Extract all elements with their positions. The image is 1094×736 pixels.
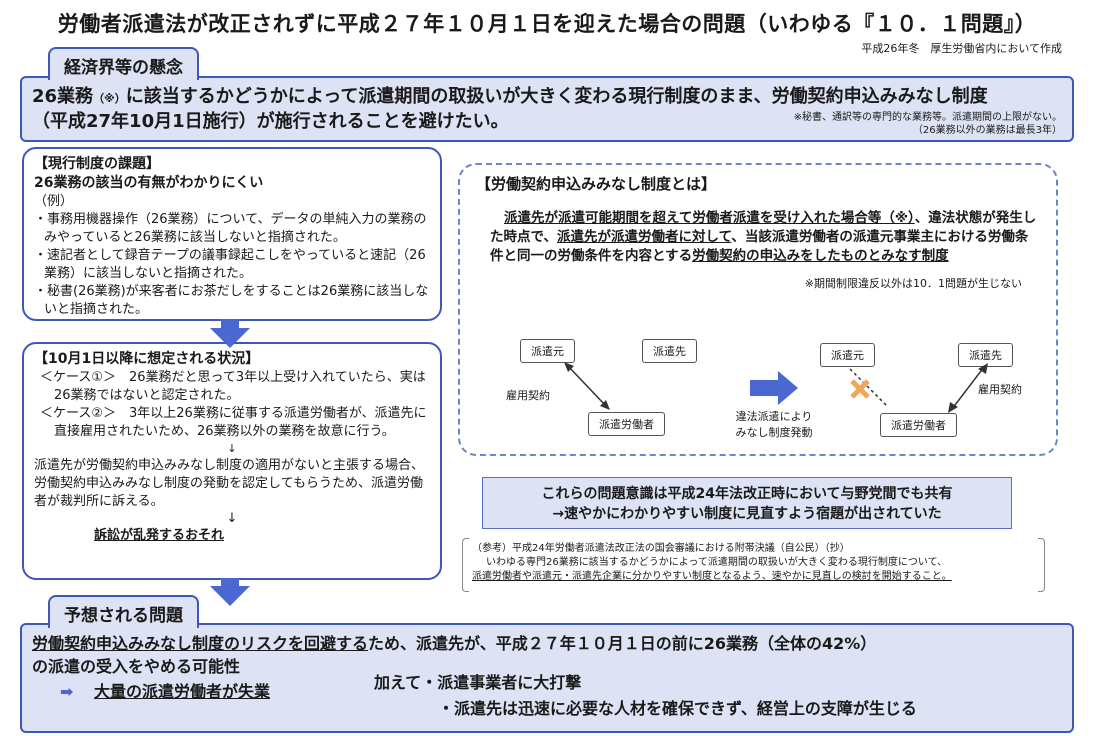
reference-line2: いわゆる専門26業務に該当するかどうかによって派遣期間の取扱いが大きく変わる現行…	[486, 557, 948, 568]
shared-line2: →速やかにわかりやすい制度に見直すよう宿題が出されていた	[552, 506, 942, 522]
definition-conclusion: 労働契約の申込みをしたものとみなす制度	[692, 248, 949, 264]
definition-text-d: 、当該派遣労働者の派遣元事業主における労働条件と同一の労働条件を内容とする	[490, 229, 1029, 264]
concern-notes: ※秘書、通訳等の専門的な業務等。派遣期間の上限がない。 （26業務以外の業務は最…	[794, 111, 1062, 137]
situation-heading: 【10月1日以降に想定される状況】	[34, 351, 260, 367]
down-arrow-icon	[210, 328, 250, 348]
down-arrow-stem	[221, 319, 239, 329]
reference-line3: 派遣労働者や派遣元・派遣先企業に分かりやすい制度となるよう、速やかに見直しの検討…	[472, 571, 952, 582]
definition-box: 【労働契約申込みみなし制度とは】 派遣先が派遣可能期間を超えて労働者派遣を受け入…	[458, 163, 1058, 456]
reference-bracket-left	[462, 538, 469, 592]
situation-case2: ＜ケース②＞ 3年以上26業務に従事する派遣労働者が、派遣先に直接雇用されたいた…	[40, 406, 427, 439]
situation-case1: ＜ケース①＞ 26業務だと思って3年以上受け入れていたら、実は26業務ではないと…	[40, 370, 426, 403]
definition-note: ※期間制限違反以外は10．1問題が生じない	[804, 277, 1022, 290]
node-origin-left: 派遣元	[520, 339, 575, 363]
concern-line1: 26業務（※）に該当するかどうかによって派遣期間の取扱いが大きく変わる現行制度の…	[32, 84, 988, 111]
page-subtitle: 平成26年冬 厚生労働省内において作成	[861, 42, 1062, 55]
middle-caption-line2: みなし制度発動	[735, 426, 813, 439]
label-contract-left: 雇用契約	[506, 389, 550, 402]
down-arrow-stem	[221, 578, 239, 588]
node-worker-right: 派遣労働者	[880, 413, 957, 437]
situation-arrow2: ↓	[226, 511, 238, 526]
reference-text: （参考）平成24年労働者派遣法改正法の国会審議における附帯決議（自公民）（抄） …	[472, 542, 1037, 584]
concern-line2: （平成27年10月1日施行）が施行されることを避けたい。	[32, 111, 509, 132]
concern-tab: 経済界等の懸念	[48, 47, 199, 80]
node-worker-left: 派遣労働者	[588, 412, 665, 436]
expected-line1-rest: ため、派遣先が、平成２７年１０月１日の前に26業務（全体の42%）	[368, 634, 877, 653]
shared-line1: これらの問題意識は平成24年法改正時において与野党間でも共有	[541, 486, 953, 502]
definition-text-b: 、違法状態が発生した時点で、	[490, 210, 1037, 245]
concern-note2: （26業務以外の業務は最長3年）	[912, 125, 1062, 136]
concern-line1-term: 26業務	[32, 86, 94, 107]
expected-extra2: ・派遣先は迅速に必要な人材を確保できず、経営上の支障が生じる	[438, 699, 917, 718]
middle-caption: 違法派遣により みなし制度発動	[728, 408, 820, 440]
issues-subheading: 26業務の該当の有無がわかりにくい	[34, 175, 264, 191]
situation-claim: 派遣先が労働契約申込みみなし制度の適用がないと主張する場合、労働契約申込みみなし…	[34, 458, 425, 509]
expected-tab: 予想される問題	[48, 595, 199, 628]
issues-example: （例）	[34, 194, 74, 209]
reference-bracket-right	[1038, 538, 1045, 592]
situation-panel: 【10月1日以降に想定される状況】 ＜ケース①＞ 26業務だと思って3年以上受け…	[22, 342, 442, 580]
issues-panel: 【現行制度の課題】 26業務の該当の有無がわかりにくい （例） ・事務用機器操作…	[22, 147, 442, 321]
label-contract-right: 雇用契約	[978, 383, 1022, 396]
definition-heading: 【労働契約申込みみなし制度とは】	[476, 175, 717, 193]
double-arrow-icon	[564, 362, 610, 410]
reference-line1: （参考）平成24年労働者派遣法改正法の国会審議における附帯決議（自公民）（抄）	[472, 543, 850, 554]
double-arrow-icon	[948, 363, 988, 413]
issues-heading: 【現行制度の課題】	[34, 156, 160, 172]
shared-awareness-box: これらの問題意識は平成24年法改正時において与野党間でも共有 →速やかにわかりや…	[482, 477, 1012, 529]
expected-line1: 労働契約申込みみなし制度のリスクを回避するため、派遣先が、平成２７年１０月１日の…	[32, 633, 876, 655]
situation-arrow1: ↓	[227, 442, 237, 455]
expected-line2: の派遣の受入をやめる可能性	[32, 657, 241, 676]
expected-extra1: 加えて・派遣事業者に大打撃	[374, 673, 582, 692]
definition-party: 派遣先が派遣労働者に対して	[556, 229, 732, 245]
definition-condition: 派遣先が派遣可能期間を超えて労働者派遣を受け入れた場合等（※）	[504, 210, 915, 226]
issue-item: ・事務用機器操作（26業務）について、データの単純入力の業務のみやっていると26…	[34, 212, 427, 245]
expected-risk: 労働契約申込みみなし制度のリスクを回避する	[32, 634, 369, 653]
middle-caption-line1: 違法派遣により	[735, 410, 813, 423]
right-arrow-icon: ➡	[60, 682, 74, 701]
concern-line1-rest: に該当するかどうかによって派遣期間の取扱いが大きく変わる現行制度のまま、労働契約…	[125, 86, 988, 107]
expected-result: 大量の派遣労働者が失業	[94, 682, 271, 701]
concern-note1: ※秘書、通訳等の専門的な業務等。派遣期間の上限がない。	[793, 112, 1062, 123]
expected-banner: 労働契約申込みみなし制度のリスクを回避するため、派遣先が、平成２７年１０月１日の…	[20, 623, 1074, 733]
node-dest-right: 派遣先	[958, 343, 1013, 367]
concern-banner: 26業務（※）に該当するかどうかによって派遣期間の取扱いが大きく変わる現行制度の…	[20, 76, 1074, 142]
node-dest-left: 派遣先	[642, 339, 697, 363]
issue-item: ・秘書(26業務)が来客者にお茶だしをすることは26業務に該当しないと指摘された…	[34, 284, 429, 317]
right-arrow-icon	[750, 371, 798, 405]
concern-line1-mark: （※）	[93, 92, 126, 105]
situation-result: 訴訟が乱発するおそれ	[94, 528, 225, 543]
node-origin-right: 派遣元	[820, 343, 875, 367]
issue-item: ・速記者として録音テープの議事録起こしをやっていると速記（26業務）に該当しない…	[34, 248, 426, 281]
page-title: 労働者派遣法が改正されずに平成２７年１０月１日を迎えた場合の問題（いわゆる『１０…	[57, 12, 1037, 36]
down-arrow-icon	[210, 586, 250, 606]
broken-link-icon	[849, 368, 889, 408]
definition-text: 派遣先が派遣可能期間を超えて労働者派遣を受け入れた場合等（※）、違法状態が発生し…	[490, 209, 1038, 266]
